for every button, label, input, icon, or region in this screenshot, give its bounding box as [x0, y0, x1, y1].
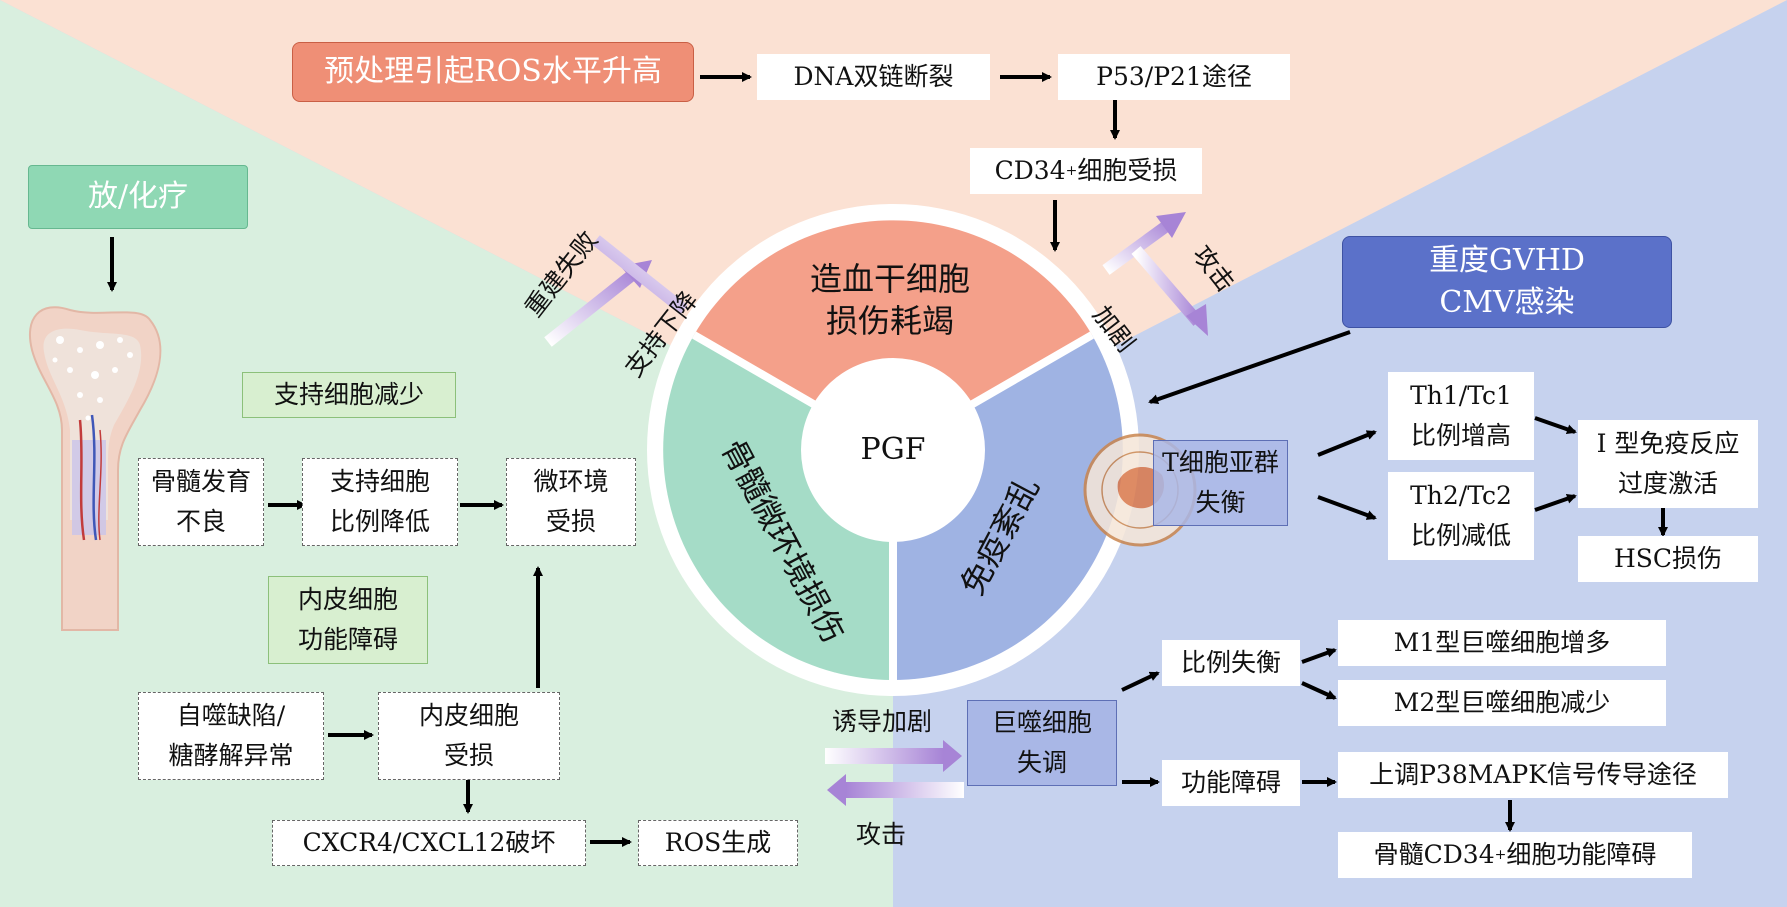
th1-line1: Th1/Tc1 — [1410, 381, 1512, 410]
autophagy-line1: 自噬缺陷/ — [176, 701, 286, 730]
th2-line1: Th2/Tc2 — [1410, 481, 1512, 510]
radiation-chemo-box: 放/化疗 — [28, 165, 248, 229]
segment-hematopoietic-label: 造血干细胞 损伤耗竭 — [760, 258, 1020, 342]
microenv-damaged-line1: 微环境 — [533, 467, 609, 496]
arrow-attack-bottom — [827, 774, 964, 806]
endothelial-damaged-line1: 内皮细胞 — [418, 701, 519, 730]
segment-hematopoietic-line1: 造血干细胞 — [809, 260, 970, 298]
cd34-top-suffix: 细胞受损 — [1077, 156, 1178, 185]
autophagy-line2: 糖酵解异常 — [168, 741, 294, 770]
ros-source-box: 预处理引起ROS水平升高 — [292, 42, 694, 102]
arrow-th2-to-type1 — [1534, 493, 1577, 512]
cd34-top-prefix: CD34 — [994, 156, 1066, 185]
arrow-aggravate — [1131, 246, 1208, 336]
arrow-support-drop — [592, 235, 688, 315]
cd34-top-box: CD34+细胞受损 — [970, 148, 1202, 194]
bone-illustration — [29, 306, 162, 631]
marrow-dysplasia-line1: 骨髓发育 — [150, 467, 251, 496]
support-ratio-line2: 比例降低 — [329, 507, 430, 536]
th1-line2: 比例增高 — [1410, 421, 1511, 450]
cd34-bottom-prefix: 骨髓CD34 — [1373, 840, 1495, 869]
support-ratio-box: 支持细胞 比例降低 — [302, 458, 458, 546]
gvhd-box: 重度GVHD CMV感染 — [1342, 236, 1672, 328]
th2-line2: 比例减低 — [1410, 521, 1511, 550]
arrow-macro-to-ratio — [1121, 671, 1160, 692]
cd34-bottom-box: 骨髓CD34+细胞功能障碍 — [1338, 832, 1692, 878]
type1-line1: Ⅰ 型免疫反应 — [1596, 429, 1740, 458]
marrow-dysplasia-box: 骨髓发育 不良 — [138, 458, 264, 546]
dna-box: DNA双链断裂 — [757, 54, 990, 100]
hsc-box: HSC损伤 — [1578, 536, 1758, 582]
segment-hematopoietic — [694, 220, 1092, 450]
segment-hematopoietic-line2: 损伤耗竭 — [825, 302, 954, 340]
endothelial-dysfunction-line1: 内皮细胞 — [297, 585, 398, 614]
arrow-tsubset-to-th2 — [1317, 495, 1377, 520]
gvhd-line2: CMV感染 — [1439, 285, 1575, 320]
t-subset-line1: T细胞亚群 — [1162, 448, 1279, 477]
autophagy-box: 自噬缺陷/ 糖酵解异常 — [138, 692, 324, 780]
ratio-imbalance-box: 比例失衡 — [1162, 640, 1300, 686]
arrow-th1-to-type1 — [1534, 416, 1577, 435]
endothelial-damaged-box: 内皮细胞 受损 — [378, 692, 560, 780]
type1-box: Ⅰ 型免疫反应 过度激活 — [1578, 420, 1758, 508]
arrow-ratio-to-m1 — [1301, 648, 1337, 664]
dysfunction-box: 功能障碍 — [1162, 760, 1300, 806]
endothelial-dysfunction-box: 内皮细胞 功能障碍 — [268, 576, 428, 664]
type1-line2: 过度激活 — [1617, 469, 1718, 498]
arrow-tsubset-to-th1 — [1317, 430, 1377, 457]
cd34-bottom-suffix: 细胞功能障碍 — [1506, 840, 1657, 869]
th1-box: Th1/Tc1 比例增高 — [1388, 372, 1534, 460]
endothelial-damaged-line2: 受损 — [443, 741, 494, 770]
ros-gen-box: ROS生成 — [638, 820, 798, 866]
t-subset-box: T细胞亚群 失衡 — [1153, 440, 1288, 526]
label-attack-bottom: 攻击 — [856, 820, 907, 849]
arrow-induce-aggravate — [825, 740, 962, 772]
center-label: PGF — [860, 432, 926, 467]
macrophage-box: 巨噬细胞 失调 — [967, 700, 1117, 786]
gvhd-line1: 重度GVHD — [1429, 243, 1585, 278]
p38-box: 上调P38MAPK信号传导途径 — [1338, 752, 1728, 798]
center-circle — [801, 358, 985, 542]
m1-box: M1型巨噬细胞增多 — [1338, 620, 1666, 666]
cxcr4-box: CXCR4/CXCL12破坏 — [272, 820, 586, 866]
arrow-attack-top — [1102, 212, 1186, 275]
endothelial-dysfunction-line2: 功能障碍 — [297, 625, 398, 654]
support-ratio-line1: 支持细胞 — [329, 467, 430, 496]
microenv-damaged-line2: 受损 — [545, 507, 596, 536]
m2-box: M2型巨噬细胞减少 — [1338, 680, 1666, 726]
macrophage-line1: 巨噬细胞 — [991, 708, 1092, 737]
arrow-ratio-to-m2 — [1301, 681, 1337, 700]
macrophage-line2: 失调 — [1016, 748, 1067, 777]
arrow-gvhd-to-center — [1148, 330, 1351, 405]
microenv-damaged-box: 微环境 受损 — [506, 458, 636, 546]
p53-box: P53/P21途径 — [1058, 54, 1290, 100]
label-induce-aggravate: 诱导加剧 — [832, 707, 933, 736]
t-subset-line2: 失衡 — [1195, 488, 1246, 517]
cd34-bottom-sup: + — [1494, 847, 1507, 863]
marrow-dysplasia-line2: 不良 — [175, 507, 226, 536]
th2-box: Th2/Tc2 比例减低 — [1388, 472, 1534, 560]
support-decrease-box: 支持细胞减少 — [242, 372, 456, 418]
cd34-top-sup: + — [1065, 163, 1078, 179]
